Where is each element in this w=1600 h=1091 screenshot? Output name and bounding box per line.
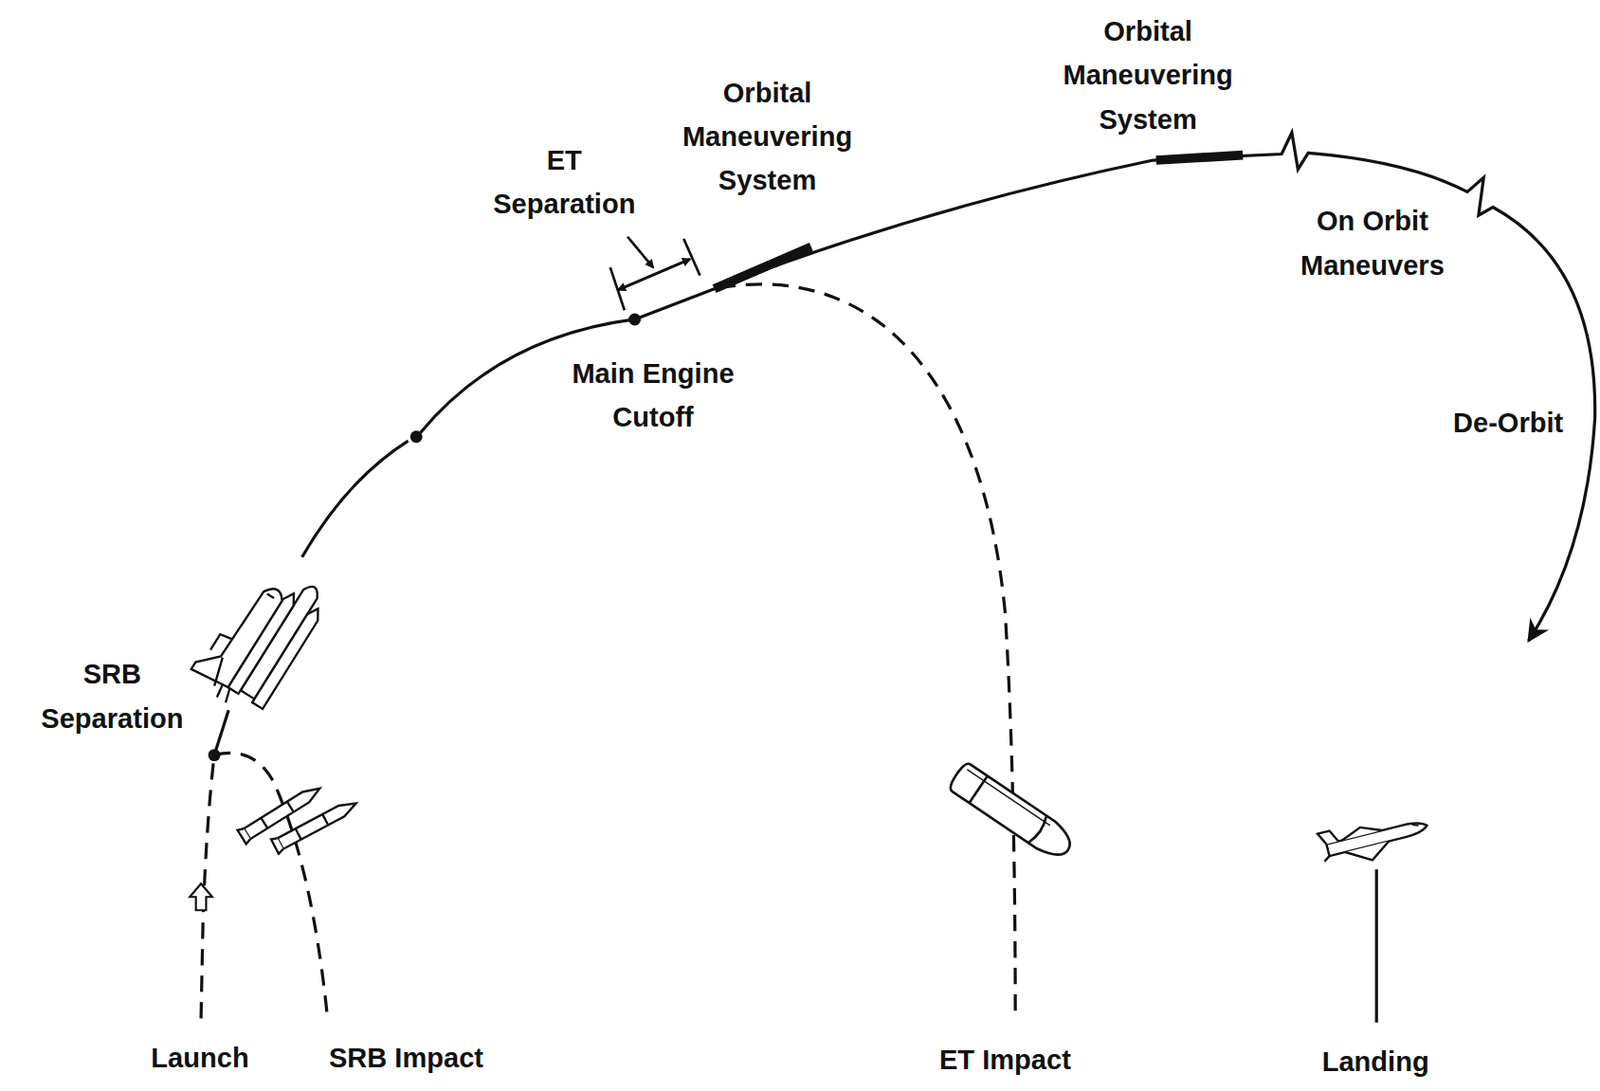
- oms-burn: [1156, 155, 1244, 161]
- trajectory-label: ET Separation: [492, 138, 636, 227]
- oms-burn: [714, 247, 812, 290]
- shuttle-stack: [185, 554, 332, 721]
- event-dot: [208, 748, 221, 762]
- trajectory-label: SRB Separation: [40, 653, 183, 742]
- launch-arrow: [189, 883, 213, 910]
- trajectory-label: Orbital Maneuvering System: [1062, 10, 1233, 143]
- trajectory-label: ET Impact: [939, 1038, 1072, 1083]
- event-dot: [628, 312, 641, 326]
- trajectory-label: Main Engine Cutoff: [543, 351, 763, 440]
- et-fall-path: [719, 284, 1016, 1019]
- trajectory-label: SRB Impact: [328, 1036, 484, 1081]
- trajectory-label: Orbital Maneuvering System: [682, 71, 853, 203]
- orbiter: [1317, 807, 1433, 872]
- event-dot: [410, 430, 423, 443]
- ascent-path: [302, 440, 409, 558]
- srb-fall-path: [214, 752, 328, 1019]
- srb-casing: [271, 796, 361, 855]
- trajectory-label: De-Orbit: [1453, 401, 1564, 446]
- trajectory-label: Launch: [150, 1036, 249, 1081]
- trajectory-label: On Orbit Maneuvers: [1270, 200, 1474, 289]
- external-tank: [946, 761, 1077, 864]
- ascent-path: [214, 709, 229, 755]
- orbit-path: [635, 132, 1596, 641]
- landing-line: [1375, 869, 1379, 1022]
- trajectory-label: Landing: [1322, 1040, 1430, 1085]
- et-separation-bracket: [610, 236, 701, 311]
